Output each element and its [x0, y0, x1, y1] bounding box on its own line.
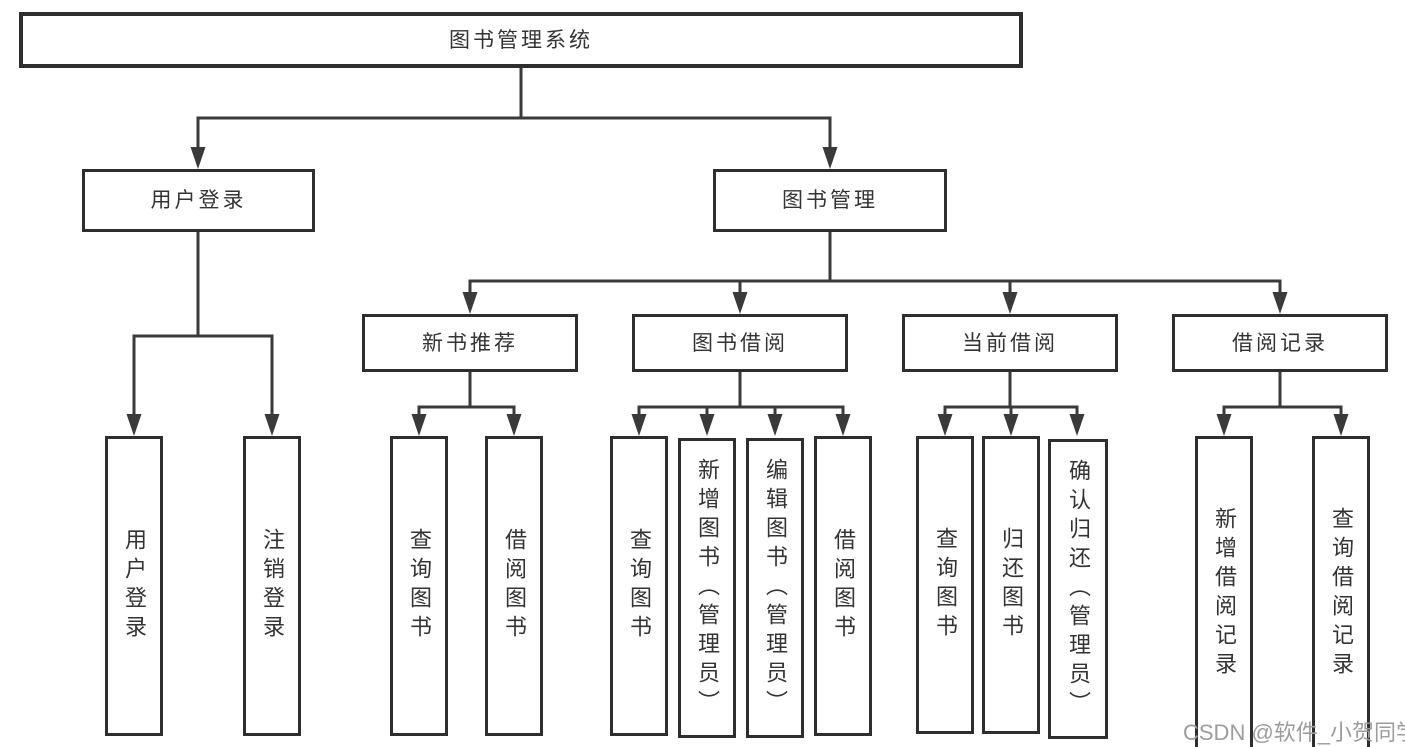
arrow-down-icon — [462, 292, 478, 314]
arrow-down-icon — [1003, 414, 1019, 436]
arrow-down-icon — [264, 414, 280, 436]
node-book-management: 图书管理 — [713, 169, 947, 232]
arrow-down-icon — [732, 292, 748, 314]
arrow-down-icon — [835, 414, 851, 436]
arrow-down-icon — [1272, 292, 1288, 314]
node-current-borrow: 当前借阅 — [902, 314, 1118, 372]
leaf-query-book-recommend: 查询图书 — [390, 436, 448, 736]
leaf-user-login: 用户登录 — [105, 436, 163, 736]
arrow-down-icon — [1216, 414, 1232, 436]
arrow-down-icon — [190, 147, 206, 169]
arrowhead-icons — [126, 147, 1349, 436]
leaf-query-book-current: 查询图书 — [916, 436, 974, 734]
node-user-login: 用户登录 — [82, 169, 315, 232]
csdn-watermark: CSDN @软件_小贺同学 — [1183, 720, 1405, 745]
arrow-down-icon — [822, 147, 838, 169]
arrow-down-icon — [699, 414, 715, 436]
connector-paths — [132, 64, 1343, 418]
node-root: 图书管理系统 — [19, 12, 1023, 68]
leaf-borrow-book-recommend: 借阅图书 — [485, 436, 543, 736]
node-borrow-records: 借阅记录 — [1172, 314, 1388, 372]
node-new-book-recommend: 新书推荐 — [362, 314, 578, 372]
leaf-borrow-book: 借阅图书 — [814, 436, 872, 736]
arrow-down-icon — [1002, 292, 1018, 314]
arrow-down-icon — [506, 414, 522, 436]
arrow-down-icon — [937, 414, 953, 436]
leaf-logout: 注销登录 — [243, 436, 301, 736]
arrow-down-icon — [1069, 414, 1085, 436]
leaf-return-book: 归还图书 — [982, 436, 1040, 734]
leaf-confirm-return-admin: 确认归还（管理员） — [1048, 439, 1108, 739]
arrow-down-icon — [767, 414, 783, 436]
leaf-query-borrow-record: 查询借阅记录 — [1312, 436, 1370, 747]
leaf-query-book-borrow: 查询图书 — [610, 436, 668, 736]
leaf-add-book-admin: 新增图书（管理员） — [678, 438, 736, 738]
arrow-down-icon — [631, 414, 647, 436]
arrow-down-icon — [126, 414, 142, 436]
leaf-edit-book-admin: 编辑图书（管理员） — [746, 438, 804, 738]
arrow-down-icon — [411, 414, 427, 436]
arrow-down-icon — [1333, 414, 1349, 436]
leaf-add-borrow-record: 新增借阅记录 — [1195, 436, 1253, 747]
node-book-borrow: 图书借阅 — [632, 314, 848, 372]
